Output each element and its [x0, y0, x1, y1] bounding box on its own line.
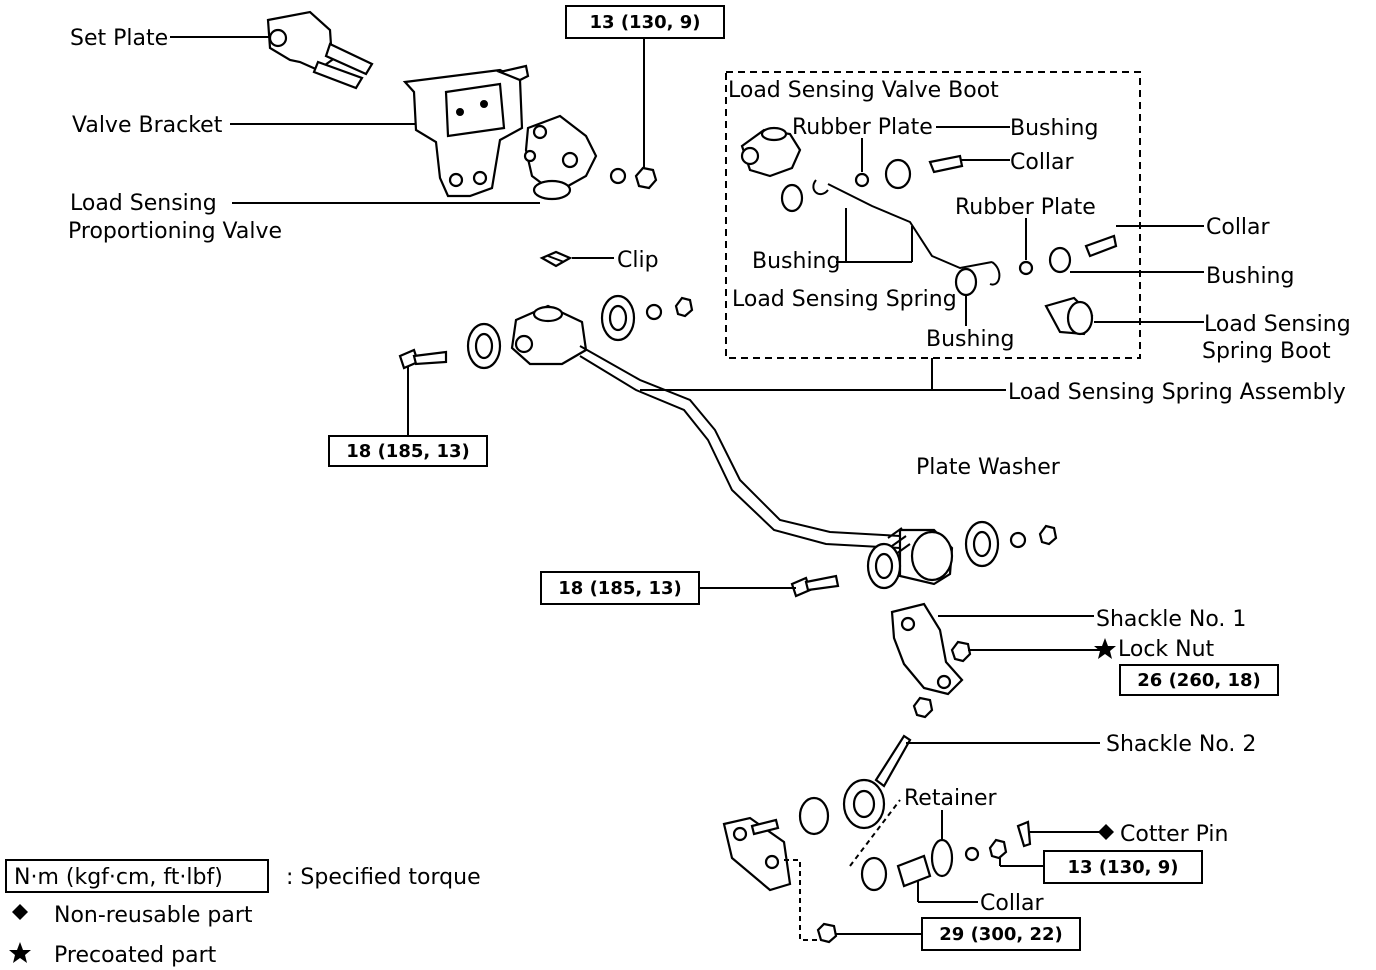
svg-text:26 (260, 18): 26 (260, 18) [1137, 670, 1261, 691]
legend-diamond-text: Non-reusable part [54, 903, 253, 928]
legend-star-text: Precoated part [54, 943, 217, 968]
leader-lines [170, 36, 1204, 941]
label-cotter-pin: Cotter Pin [1120, 822, 1229, 847]
lock-nut-part [950, 640, 972, 663]
label-collar-2: Collar [1206, 215, 1271, 240]
retainer-part [930, 838, 954, 878]
label-lsv-boot: Load Sensing Valve Boot [728, 78, 999, 103]
svg-text:13 (130, 9): 13 (130, 9) [590, 12, 701, 33]
label-lock-nut: Lock Nut [1118, 637, 1215, 662]
legend: N·m (kgf·cm, ft·lbf) : Specified torque … [5, 859, 481, 968]
label-lspv-line2: Proportioning Valve [68, 219, 282, 244]
legend-torque-box: N·m (kgf·cm, ft·lbf) [14, 865, 223, 890]
label-ls-spring: Load Sensing Spring [732, 287, 957, 312]
lsv-boot-part [740, 126, 802, 178]
label-shackle-2: Shackle No. 2 [1106, 732, 1256, 757]
shackle-1-part [890, 602, 964, 696]
torque-box-4: 26 (260, 18) [1119, 664, 1279, 696]
ls-spring-part [827, 183, 993, 270]
label-lssb-line1: Load Sensing [1204, 312, 1351, 337]
label-bushing-2: Bushing [1206, 264, 1294, 289]
label-collar-3: Collar [980, 891, 1045, 916]
star-icon [1094, 638, 1116, 659]
lower-bracket-part [722, 816, 792, 892]
torque-box-2: 18 (185, 13) [328, 435, 488, 467]
label-retainer: Retainer [904, 786, 998, 811]
spring-assembly-part [510, 304, 954, 586]
torque-box-3: 18 (185, 13) [540, 571, 700, 605]
label-valve-bracket: Valve Bracket [72, 113, 223, 138]
torque-box-6: 29 (300, 22) [921, 917, 1081, 951]
bolt-upper-part [398, 348, 448, 370]
bolt-lower-part [790, 574, 840, 598]
torque-box-1: 13 (130, 9) [565, 5, 725, 39]
legend-diamond-icon [12, 904, 28, 920]
set-plate-part [266, 10, 374, 90]
cotter-pin-part [1016, 820, 1032, 848]
shackle-2-part [842, 734, 912, 830]
washer-part [609, 167, 627, 185]
legend-torque-text: : Specified torque [286, 865, 481, 890]
label-clip: Clip [617, 248, 659, 273]
label-plate-washer: Plate Washer [916, 455, 1061, 480]
valve-bracket-part [402, 64, 530, 198]
label-rubber-plate-2: Rubber Plate [955, 195, 1096, 220]
clip-part [539, 250, 573, 268]
svg-text:29 (300, 22): 29 (300, 22) [939, 924, 1063, 945]
svg-text:18 (185, 13): 18 (185, 13) [346, 441, 470, 462]
label-lssb-line2: Spring Boot [1202, 339, 1331, 364]
label-lspv-line1: Load Sensing [70, 191, 217, 216]
diamond-icon [1098, 824, 1114, 840]
label-bushing-3: Bushing [752, 249, 840, 274]
label-rubber-plate-1: Rubber Plate [792, 115, 933, 140]
label-collar-1: Collar [1010, 150, 1075, 175]
label-shackle-1: Shackle No. 1 [1096, 607, 1246, 632]
svg-text:18 (185, 13): 18 (185, 13) [558, 578, 682, 599]
nut-part [634, 166, 658, 190]
lspv-part [523, 114, 598, 201]
label-bushing-1: Bushing [1010, 116, 1098, 141]
collar-lower-part [896, 854, 932, 888]
label-ls-spring-assembly: Load Sensing Spring Assembly [1008, 380, 1346, 405]
torque-box-5: 13 (130, 9) [1043, 850, 1203, 884]
svg-text:13 (130, 9): 13 (130, 9) [1068, 857, 1179, 878]
label-set-plate: Set Plate [70, 26, 168, 51]
legend-star-icon [9, 942, 31, 963]
label-bushing-4: Bushing [926, 327, 1014, 352]
